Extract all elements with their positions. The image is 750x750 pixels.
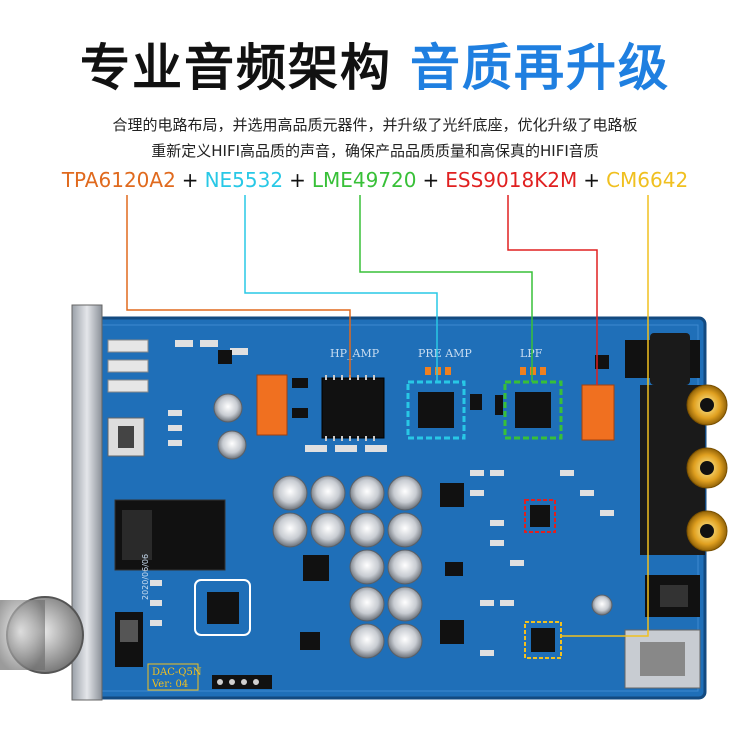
label-version: Ver: 04 bbox=[151, 679, 188, 690]
chip-lpf bbox=[515, 392, 551, 428]
relay-left bbox=[256, 374, 288, 436]
chip-ne5532: NE5532 bbox=[204, 168, 284, 192]
plus-sign: + bbox=[181, 168, 199, 192]
relay-right bbox=[581, 384, 615, 441]
chip-pre-amp bbox=[418, 392, 454, 428]
chip-dac bbox=[530, 505, 550, 527]
chip-lme49720: LME49720 bbox=[311, 168, 417, 192]
leader-ess9018k2m bbox=[507, 195, 598, 385]
capacitor-array bbox=[213, 393, 613, 659]
title-main: 专业音频架构 bbox=[80, 39, 392, 97]
chip-ess9018k2m: ESS9018K2M bbox=[445, 168, 578, 192]
label-pre-amp: PRE AMP bbox=[418, 347, 472, 360]
label-hp-amp: HP_AMP bbox=[330, 347, 380, 360]
description-line-1: 合理的电路布局，并选用高品质元器件，并升级了光纤底座，优化升级了电路板 bbox=[112, 116, 638, 134]
chip-list: TPA6120A2+NE5532+LME49720+ESS9018K2M+CM6… bbox=[0, 168, 750, 192]
page-title: 专业音频架构音质再升级 bbox=[0, 28, 750, 100]
plus-sign: + bbox=[289, 168, 306, 192]
description-line-2: 重新定义HIFI高品质的声音，确保产品品质质量和高保真的HIFI音质 bbox=[151, 142, 599, 160]
label-model: DAC-Q5N bbox=[152, 667, 202, 678]
leader-tpa6120a2 bbox=[126, 195, 351, 378]
label-date: 2020/06/06 bbox=[141, 554, 150, 600]
chip-tpa6120a2: TPA6120A2 bbox=[61, 168, 176, 192]
leader-cm6642 bbox=[561, 195, 649, 637]
plus-sign: + bbox=[583, 168, 601, 192]
chip-mcu bbox=[207, 592, 239, 624]
chip-hp-amp bbox=[321, 377, 385, 439]
chip-usb bbox=[531, 628, 555, 652]
leader-lme49720 bbox=[359, 195, 533, 382]
leader-ne5532 bbox=[244, 195, 438, 382]
chip-cm6642: CM6642 bbox=[606, 168, 689, 192]
title-accent: 音质再升级 bbox=[410, 39, 670, 97]
plus-sign: + bbox=[422, 168, 440, 192]
